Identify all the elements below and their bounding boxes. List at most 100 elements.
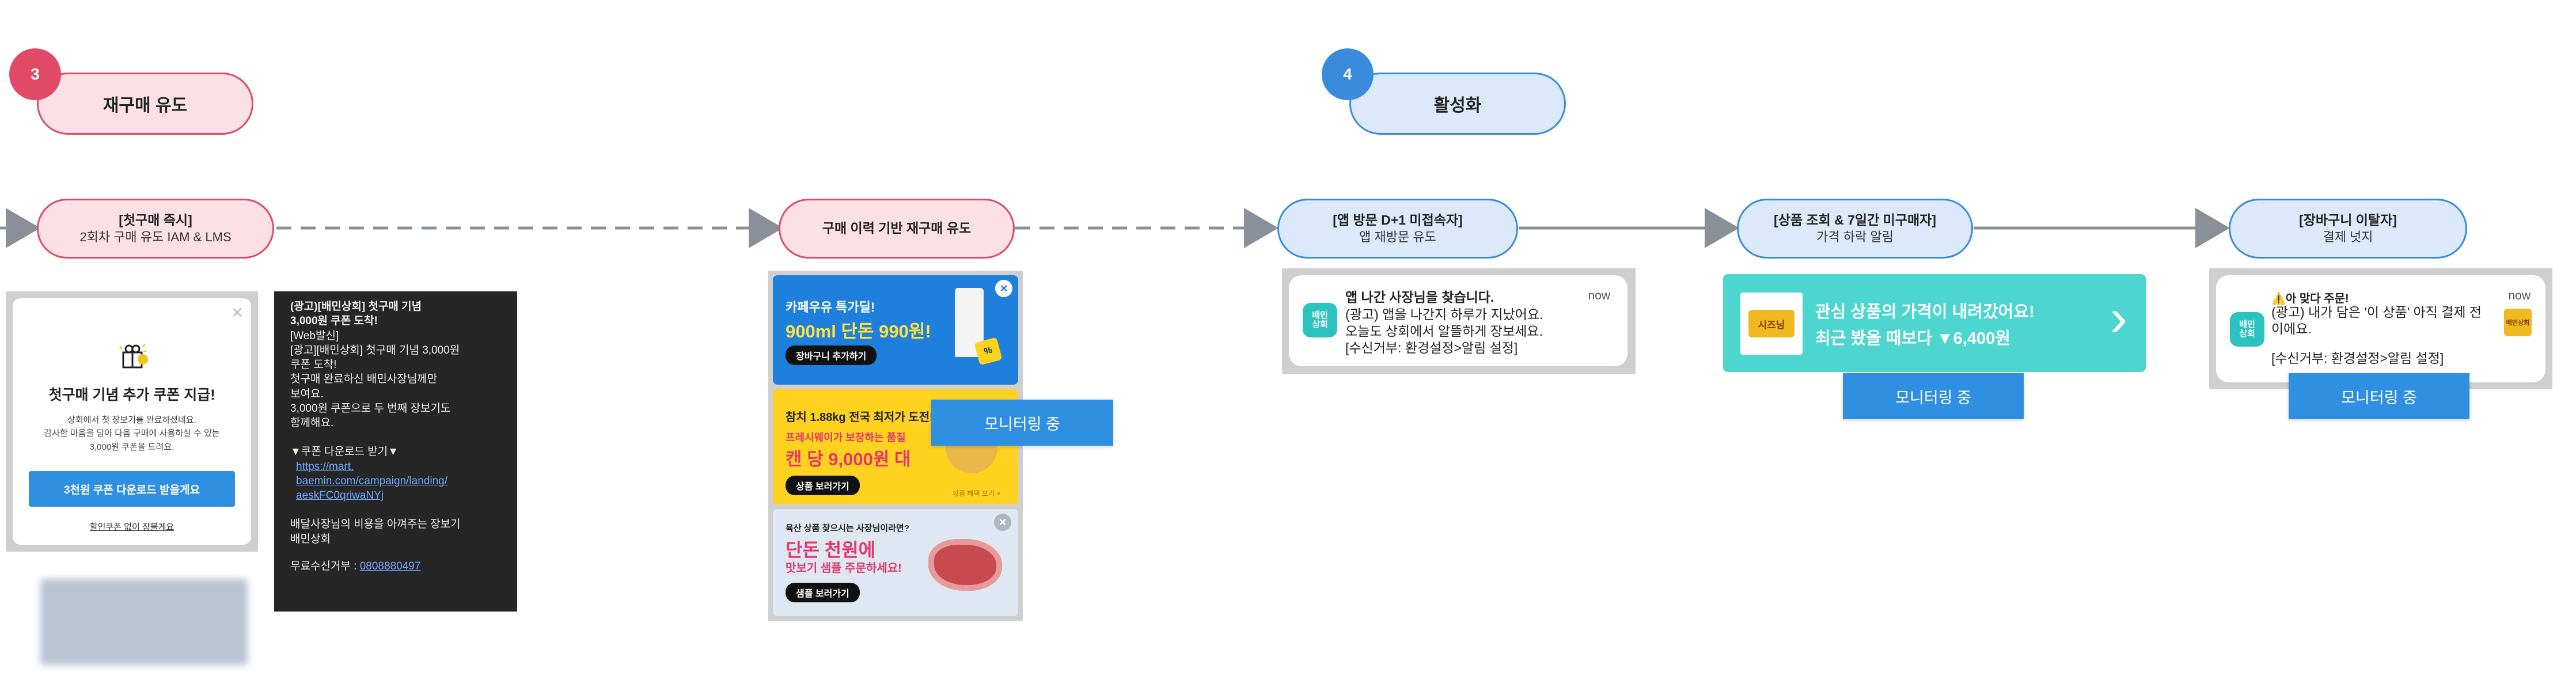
sms-unsub-number[interactable]: 0808880497: [359, 560, 421, 572]
product-thumbnail: 시즈닝: [1740, 293, 1803, 355]
price-drop-line1: 관심 상품의 가격이 내려갔어요!: [1815, 303, 2035, 321]
add-to-cart-button[interactable]: 장바구니 추가하기: [786, 346, 877, 365]
monitoring-badge-cart: 모니터링 중: [2289, 373, 2469, 419]
sms-link[interactable]: https://mart. baemin.com/campaign/landin…: [290, 460, 504, 503]
node-app-revisit-title: [앱 방문 D+1 미접속자]: [1333, 212, 1463, 227]
stage-4-badge: 4: [1322, 48, 1374, 100]
coupon-popup-title: 첫구매 기념 추가 쿠폰 지급!: [48, 387, 215, 403]
coupon-gift-icon: [119, 343, 148, 369]
push-time: now: [2508, 289, 2531, 302]
sms-link-line[interactable]: baemin.com/campaign/landing/: [296, 474, 447, 487]
push-line: [수신거부: 환경설정>알림 설정]: [2271, 350, 2444, 366]
view-sample-button[interactable]: 샘플 보러가기: [786, 583, 860, 602]
push-line: [수신거부: 환경설정>알림 설정]: [1345, 340, 1518, 355]
push-line: 이에요.: [2271, 321, 2312, 336]
push-revisit-title: 앱 나간 사장님을 찾습니다.: [1345, 290, 1494, 305]
banner-meat-sample[interactable]: 육산 상품 찾으시는 사장님이라면? 단돈 천원에 맛보기 샘플 주문하세요! …: [773, 509, 1018, 616]
push-line: [2271, 337, 2482, 350]
banner-stack: 카페우유 특가딜! 900ml 단돈 990원! 장바구니 추가하기 % × 참…: [768, 271, 1023, 621]
node-price-drop: [상품 조회 & 7일간 미구매자] 가격 하락 알림: [1737, 199, 1973, 259]
banner-sub: 맛보기 샘플 주문하세요!: [786, 562, 902, 575]
banner-highlight: 단돈 천원에: [786, 540, 876, 560]
banner-fine-print[interactable]: 상품 혜택 보기 >: [953, 489, 1001, 498]
banner-highlight: 900ml 단돈 990원!: [786, 321, 931, 341]
coupon-popup: × 첫구매 기념 추가 쿠폰 지급! 상회에서 첫 장보기를 완료하셨네요. 감…: [13, 298, 251, 545]
discount-badge: %: [974, 337, 1003, 366]
coupon-body-line: 상회에서 첫 장보기를 완료하셨네요.: [67, 415, 196, 425]
sms-closing-line: 배달사장님의 비용을 아껴주는 장보기: [290, 518, 461, 531]
stage-3-number: 3: [31, 65, 40, 83]
node-cart-abandon-sub: 결제 넛지: [2323, 229, 2373, 244]
sms-bold-line: (광고)[배민상회] 첫구매 기념: [290, 301, 422, 313]
banner-title: 참치 1.88kg 전국 최저가 도전!: [786, 411, 934, 424]
push-line: 오늘도 상회에서 알뜰하게 장보세요.: [1345, 323, 1543, 339]
stage-4-pill: 활성화: [1349, 73, 1566, 135]
stage-3-label: 재구매 유도: [103, 96, 188, 115]
view-product-button[interactable]: 상품 보러가기: [786, 476, 860, 495]
sms-bold-line: 3,000원 쿠폰 도착!: [290, 315, 378, 328]
sms-line: [290, 430, 504, 445]
sms-closing-line: 배민상회: [290, 533, 331, 545]
lms-message: (광고)[배민상회] 첫구매 기념 3,000원 쿠폰 도착! [Web발신] …: [274, 291, 517, 612]
meat-image: [928, 539, 1002, 591]
sms-line: [Web발신]: [290, 329, 339, 342]
sms-link-line[interactable]: https://mart.: [296, 460, 354, 473]
node-first-purchase-sub: 2회차 구매 유도 IAM & LMS: [79, 229, 232, 244]
push-cart[interactable]: 배민 상회 ⚠️아 맞다 주문! now (광고) 내가 담은 '이 상품' 아…: [2216, 275, 2545, 382]
sms-unsub-label: 무료수신거부 :: [290, 560, 357, 572]
sms-unsubscribe: 무료수신거부 : 0808880497: [290, 559, 504, 574]
banner-title: 카페우유 특가딜!: [786, 300, 875, 314]
banner-highlight: 캔 당 9,000원 대: [786, 449, 911, 469]
coupon-body-line: 3,000원 쿠폰을 드려요.: [89, 442, 174, 452]
sms-link-line[interactable]: aeskFC0qriwaNYj: [296, 489, 384, 502]
stage-4-label: 활성화: [1433, 96, 1482, 115]
push-revisit-frame: 배민 상회 앱 나간 사장님을 찾습니다. now (광고) 앱을 나간지 하루…: [1282, 268, 1636, 374]
sms-line: 함께해요.: [290, 417, 334, 430]
coupon-popup-body: 상회에서 첫 장보기를 완료하셨네요. 감사한 마음을 담아 다음 구매에 사용…: [13, 413, 251, 454]
sms-line: 첫구매 완료하신 배민사장님께만: [290, 373, 438, 386]
push-cart-title: ⚠️아 맞다 주문!: [2271, 293, 2349, 305]
chevron-right-icon[interactable]: ›: [2110, 289, 2127, 347]
node-price-drop-title: [상품 조회 & 7일간 미구매자]: [1774, 212, 1936, 227]
stage-4-number: 4: [1343, 65, 1352, 83]
stage-3-badge: 3: [9, 48, 61, 100]
price-drop-banner[interactable]: 시즈닝 관심 상품의 가격이 내려갔어요! 최근 봤을 때보다 ▼6,400원 …: [1723, 274, 2146, 372]
sms-line: 쿠폰 도착!: [290, 359, 337, 371]
banner-close-icon[interactable]: ×: [995, 280, 1012, 297]
banner-cafe-milk[interactable]: 카페우유 특가딜! 900ml 단돈 990원! 장바구니 추가하기 % ×: [773, 275, 1018, 385]
node-cart-abandon: [장바구니 이탈자] 결제 넛지: [2229, 199, 2467, 259]
app-icon: 배민 상회: [1303, 303, 1337, 337]
coupon-download-button[interactable]: 3천원 쿠폰 다운로드 받을게요: [29, 471, 235, 507]
node-cart-abandon-title: [장바구니 이탈자]: [2299, 212, 2397, 227]
push-cart-body: (광고) 내가 담은 '이 상품' 아직 결제 전 이에요. [수신거부: 환경…: [2271, 304, 2482, 366]
node-first-purchase: [첫구매 즉시] 2회차 구매 유도 IAM & LMS: [37, 199, 274, 259]
blurred-preview: [40, 579, 248, 665]
price-drop-line2: 최근 봤을 때보다 ▼6,400원: [1815, 329, 2010, 348]
sms-line: 보여요.: [290, 388, 324, 400]
banner-sub: 프레시웨이가 보장하는 품질: [786, 432, 906, 443]
cart-product-thumbnail: 배민상회: [2504, 309, 2532, 336]
product-label: 시즈닝: [1748, 310, 1795, 337]
skip-coupon-link[interactable]: 할인쿠폰 없이 장볼게요: [89, 522, 174, 532]
close-icon[interactable]: ×: [232, 302, 243, 324]
sms-line: [광고][배민상회] 첫구매 기념 3,000원: [290, 344, 460, 356]
push-line: (광고) 앱을 나간지 하루가 지났어요.: [1345, 307, 1543, 322]
push-cart-frame: 배민 상회 ⚠️아 맞다 주문! now (광고) 내가 담은 '이 상품' 아…: [2209, 268, 2552, 389]
banner-close-icon[interactable]: ×: [994, 514, 1011, 531]
app-icon: 배민 상회: [2230, 312, 2264, 347]
node-first-purchase-title: [첫구매 즉시]: [119, 212, 192, 227]
node-history-repurchase-title: 구매 이력 기반 재구매 유도: [822, 221, 972, 236]
coupon-body-line: 감사한 마음을 담아 다음 구매에 사용하실 수 있는: [44, 428, 220, 439]
node-history-repurchase: 구매 이력 기반 재구매 유도: [779, 199, 1015, 259]
node-app-revisit-sub: 앱 재방문 유도: [1359, 229, 1436, 244]
stage-3-pill: 재구매 유도: [37, 73, 253, 135]
push-line: (광고) 내가 담은 '이 상품' 아직 결제 전: [2271, 305, 2482, 320]
push-time: now: [1588, 289, 1610, 302]
banner-title: 육산 상품 찾으시는 사장님이라면?: [786, 523, 909, 533]
node-price-drop-sub: 가격 하락 알림: [1816, 229, 1894, 244]
sms-line: ▼쿠폰 다운로드 받기▼: [290, 446, 399, 458]
push-revisit-body: (광고) 앱을 나간지 하루가 지났어요. 오늘도 상회에서 알뜰하게 장보세요…: [1345, 306, 1543, 356]
push-revisit[interactable]: 배민 상회 앱 나간 사장님을 찾습니다. now (광고) 앱을 나간지 하루…: [1289, 275, 1627, 366]
node-app-revisit: [앱 방문 D+1 미접속자] 앱 재방문 유도: [1277, 199, 1518, 259]
